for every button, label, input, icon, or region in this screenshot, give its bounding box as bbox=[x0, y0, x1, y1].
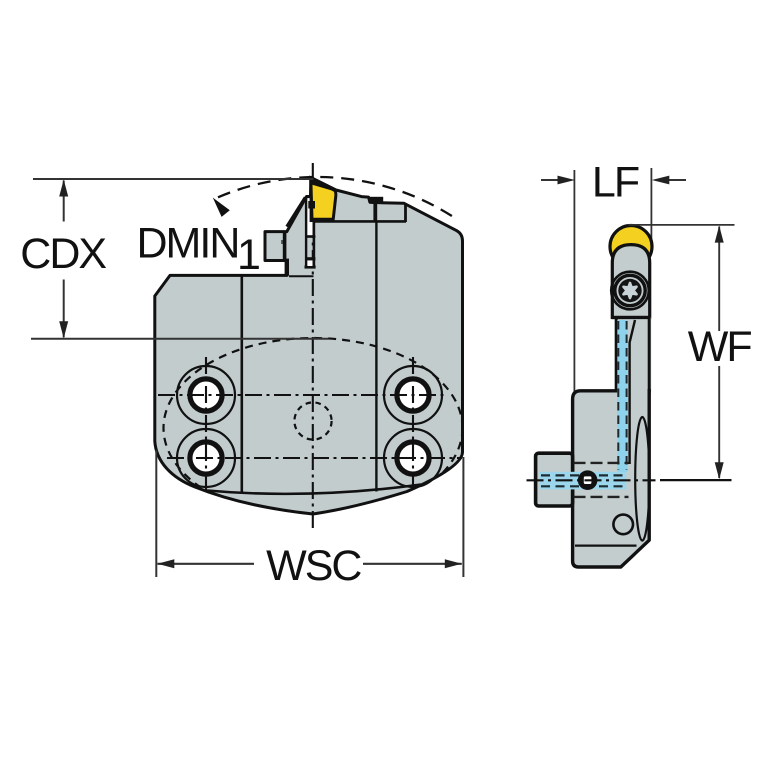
svg-text:WF: WF bbox=[688, 323, 752, 371]
svg-text:CDX: CDX bbox=[20, 230, 106, 278]
svg-text:LF: LF bbox=[592, 159, 639, 207]
svg-text:1: 1 bbox=[237, 231, 261, 279]
svg-text:DMIN: DMIN bbox=[137, 220, 239, 268]
svg-text:WSC: WSC bbox=[266, 542, 361, 590]
